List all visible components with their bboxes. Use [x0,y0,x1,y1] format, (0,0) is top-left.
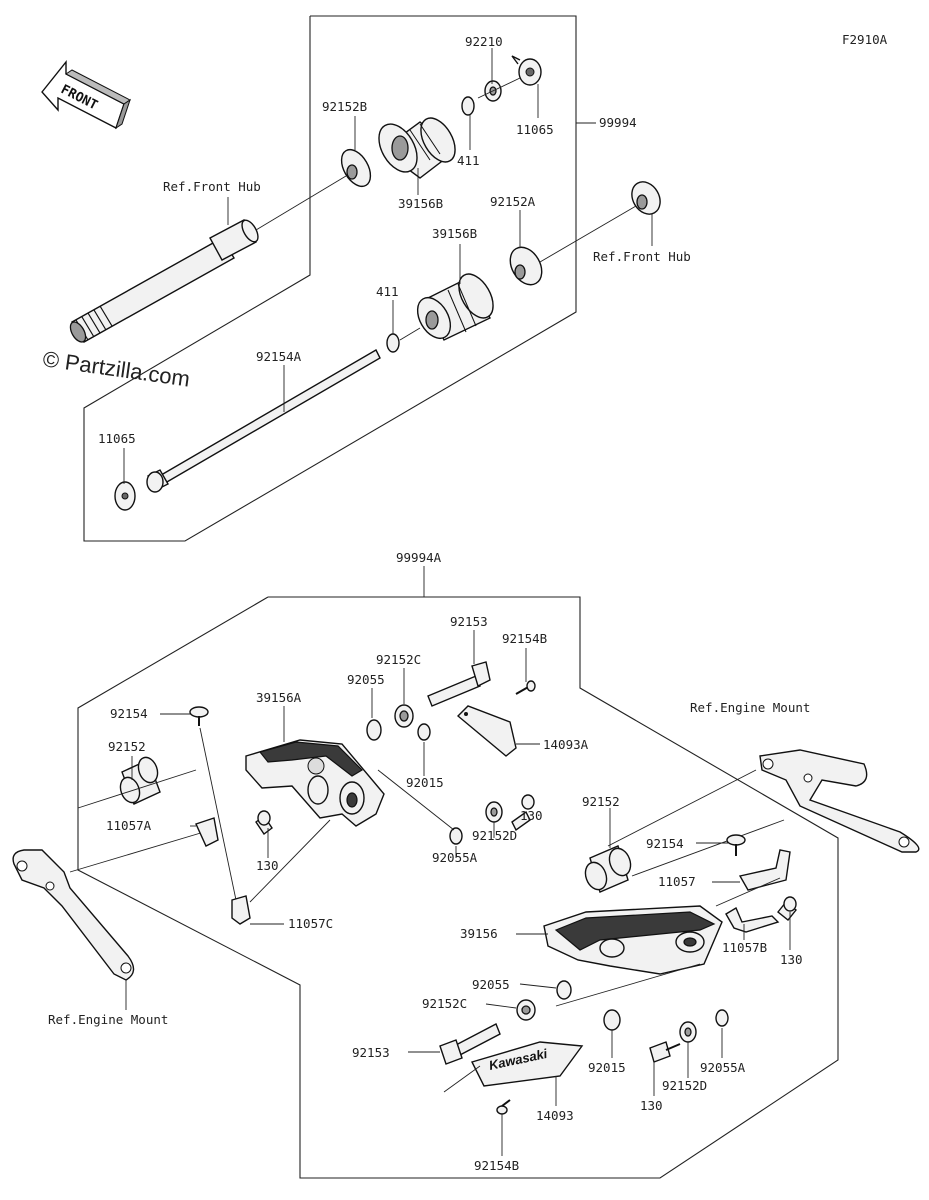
screw-92154B-right [496,1099,511,1115]
label-92210: 92210 [465,34,503,49]
label-11065-lower: 11065 [98,431,136,446]
bracket-11057A [195,817,219,847]
spacer-92152B [340,148,372,188]
collar-92152D-right [679,1021,697,1043]
collar-92152C-right [516,999,536,1021]
bracket-11057B [725,906,780,933]
label-92152-left: 92152 [108,739,146,754]
bearing-ref-front-hub [631,181,661,215]
washer-92055A-right [715,1009,729,1027]
label-92154B-right: 92154B [474,1158,519,1173]
label-130-mid: 130 [520,808,543,823]
label-99994A: 99994A [396,550,442,565]
label-11057: 11057 [658,874,696,889]
label-11057C: 11057C [288,916,333,931]
washer-92055-left [366,719,382,741]
label-39156A: 39156A [256,690,302,705]
label-92055A-right: 92055A [700,1060,746,1075]
label-92154B-left: 92154B [502,631,547,646]
label-130-left: 130 [256,858,279,873]
bolt-130-left [255,810,273,836]
bracket-11057C [231,895,251,925]
label-130-lower: 130 [640,1098,663,1113]
leaders-upper [123,48,653,484]
watermark: © Partzilla.com [41,346,191,391]
label-92152D-right: 92152D [662,1078,707,1093]
washer-411-lower [386,333,400,353]
kit-frame-99994 [83,15,577,542]
front-axle-ref [69,219,259,343]
plate-11065-upper [511,55,542,86]
label-ref-engine-mount-1: Ref.Engine Mount [48,1012,168,1027]
collar-92152D-left [485,801,503,823]
label-ref-engine-mount-2: Ref.Engine Mount [690,700,810,715]
label-92152C-left: 92152C [376,652,421,667]
label-11057A: 11057A [106,818,152,833]
spacer-92152-left [119,756,161,805]
label-92153-left: 92153 [450,614,488,629]
label-14093A: 14093A [543,737,589,752]
label-130-right: 130 [780,952,803,967]
label-92015-left: 92015 [406,775,444,790]
spacer-92152A [509,246,543,286]
screw-92154-right [726,834,746,856]
label-92055A-left: 92055A [432,850,478,865]
slider-cap-39156B-upper [378,117,456,179]
label-11057B: 11057B [722,940,767,955]
label-92154-right: 92154 [646,836,684,851]
bolt-92153-right [439,1023,501,1065]
washer-92055-right [556,980,572,1000]
bracket-11057 [738,849,791,891]
bolt-130-right [777,896,797,921]
screw-92154-left [189,706,209,726]
label-99994: 99994 [599,115,637,130]
engine-mount-bracket-left [12,849,135,981]
front-arrow-icon: FRONT [41,60,131,130]
label-39156B-lower: 39156B [432,226,477,241]
plate-11065-lower [114,481,136,511]
cover-14093: Kawasaki [470,1041,584,1087]
kit-frame-99994A [77,596,839,1179]
engine-mount-bracket-right [759,749,920,853]
label-92152-right: 92152 [582,794,620,809]
label-92154A: 92154A [256,349,302,364]
label-92055-left: 92055 [347,672,385,687]
cover-14093A [456,705,517,757]
bolt-130-mid [511,794,535,832]
label-ref-front-hub-2: Ref.Front Hub [593,249,691,264]
label-ref-front-hub-1: Ref.Front Hub [163,179,261,194]
label-411-lower: 411 [376,284,399,299]
bolt-92153-left [427,661,491,707]
collar-92015-left [417,723,431,741]
washer-411-upper [461,96,475,116]
label-92152C-right: 92152C [422,996,467,1011]
label-92154-left: 92154 [110,706,148,721]
label-14093: 14093 [536,1108,574,1123]
collar-92152C-left [394,704,414,728]
label-92152B: 92152B [322,99,367,114]
slider-39156A [245,739,385,827]
bolt-130-lower [649,1041,681,1063]
collar-92015-right [603,1009,621,1031]
label-92153-right: 92153 [352,1045,390,1060]
leaders-lower [125,630,791,1156]
label-411-upper: 411 [457,153,480,168]
washer-92055A-left [449,827,463,845]
slider-cap-39156B-lower [416,273,494,341]
label-11065-upper: 11065 [516,122,554,137]
label-39156B-upper: 39156B [398,196,443,211]
label-92055-right: 92055 [472,977,510,992]
label-92015-right: 92015 [588,1060,626,1075]
figure-id: F2910A [842,32,888,47]
spacer-92152-right [584,845,632,893]
screw-92154B-left [515,680,536,695]
label-92152A: 92152A [490,194,536,209]
label-39156: 39156 [460,926,498,941]
label-92152D-left: 92152D [472,828,517,843]
bolt-92154A [146,349,381,493]
slider-39156 [543,905,723,975]
